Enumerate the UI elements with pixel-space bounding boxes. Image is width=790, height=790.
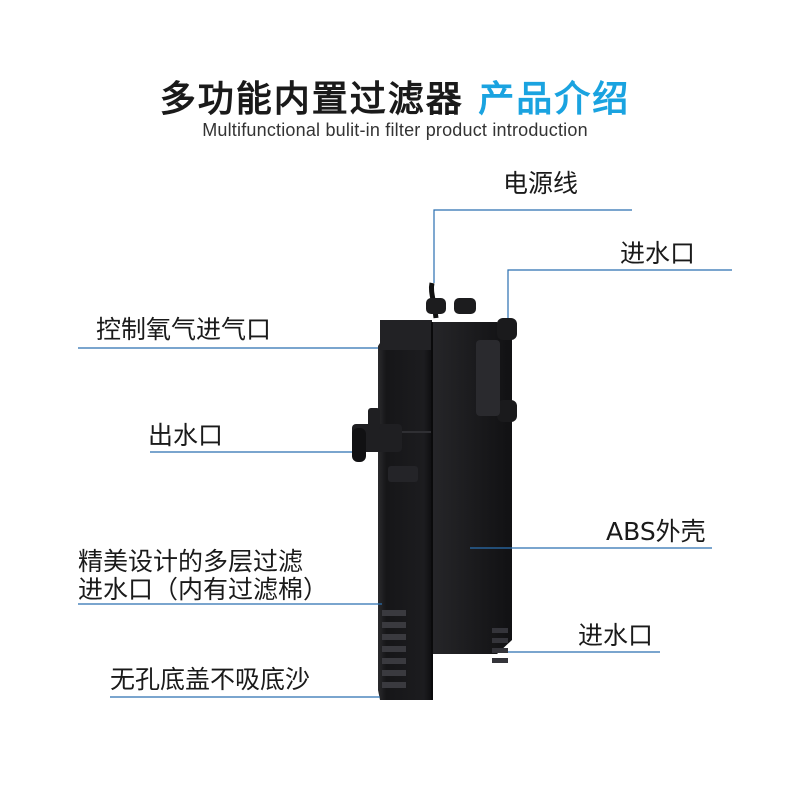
air-inlet-tube [368,408,380,430]
top-knob-right [454,298,476,314]
label-multilayer-line2: 进水口（内有过滤棉） [78,575,329,604]
label-power-cord: 电源线 [503,169,579,198]
title-main: 多功能内置过滤器 [159,79,464,120]
label-outlet: 出水口 [148,421,224,450]
inlet-tube-mid [497,400,517,422]
page-subtitle: Multifunctional bulit-in filter product … [202,120,588,140]
page-title: 多功能内置过滤器 产品介绍 [0,70,790,122]
filter-front-body [378,322,432,700]
leader-inlet-top [507,269,732,318]
inlet-tube-top [497,318,517,340]
label-inlet-top: 进水口 [620,239,696,268]
outlet-tip [352,428,366,462]
label-air-inlet: 控制氧气进气口 [96,315,272,344]
leader-power-cord [433,209,632,283]
label-abs-shell: ABS外壳 [606,517,706,546]
bottom-grille-side [492,628,508,663]
label-multilayer-line1: 精美设计的多层过滤 [78,547,304,576]
front-slot [388,466,418,482]
leader-lines [78,209,732,698]
top-knob-left [426,298,446,314]
label-bottom-cover: 无孔底盖不吸底沙 [110,665,311,694]
inlet-channel [476,340,500,416]
filter-top-cap [380,320,432,350]
bottom-grille-front [382,610,406,688]
title-highlight: 产品介绍 [478,79,631,120]
label-inlet-side: 进水口 [578,621,654,650]
